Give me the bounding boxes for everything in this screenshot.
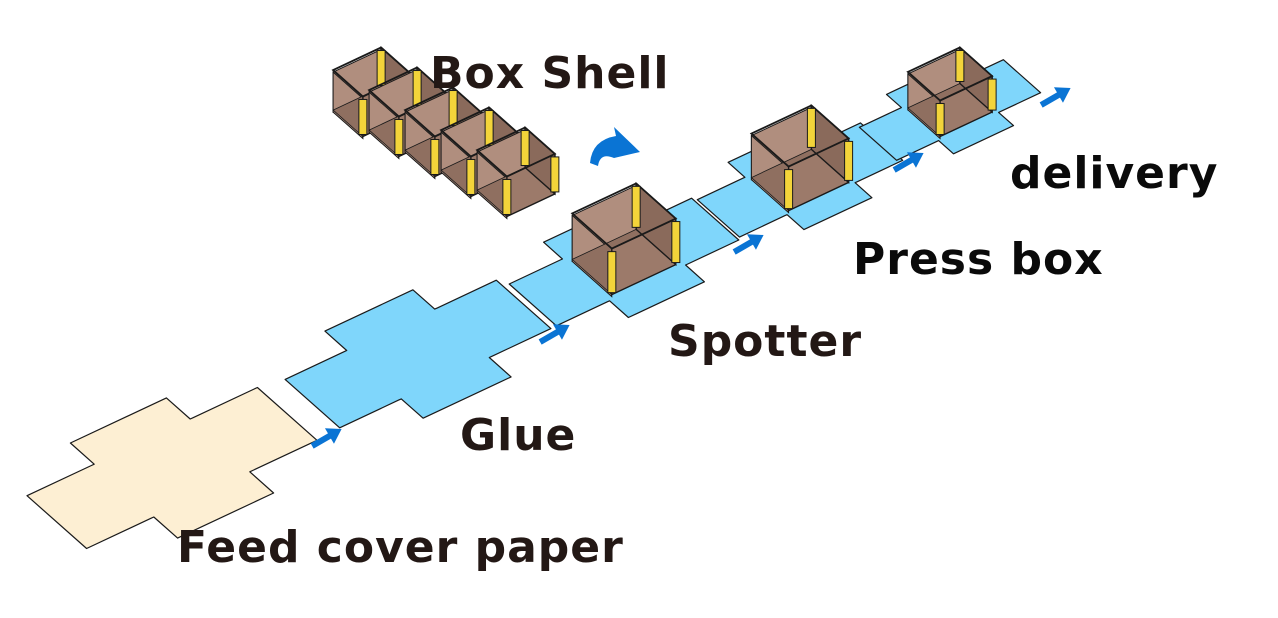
corner-tape: [502, 178, 512, 215]
flow-arrow-icon: [538, 324, 570, 345]
corner-tape: [784, 169, 794, 210]
corner-tape: [550, 156, 560, 193]
corner-tape: [448, 90, 458, 127]
corner-tape: [430, 138, 440, 175]
delivered-box-assembly: [858, 45, 1042, 161]
corner-tape: [412, 70, 422, 107]
press-box: [749, 103, 854, 214]
corner-tape: [607, 251, 617, 294]
glued-paper-shape: [284, 279, 552, 429]
box-shell: [475, 125, 560, 220]
corner-tape: [806, 107, 816, 148]
spotter-assembly: [508, 181, 740, 327]
arrow-shape: [1039, 87, 1071, 108]
arrow-shape: [732, 234, 764, 255]
corner-tape: [844, 140, 854, 181]
flow-arrow-icon: [732, 234, 764, 255]
press-box-assembly: [696, 103, 904, 238]
corner-tape: [935, 103, 945, 136]
box-rim: [906, 46, 994, 102]
flow-arrow-icon: [310, 428, 342, 449]
cover-paper-shape: [26, 386, 318, 550]
feed-cover-paper-label: Feed cover paper: [177, 522, 624, 573]
flow-arrow-icon: [1039, 87, 1071, 108]
box-rim: [749, 104, 851, 168]
corner-tape: [394, 118, 404, 155]
box-rim: [475, 126, 557, 178]
box-shell-stack: [331, 45, 560, 220]
spotter-box: [570, 181, 681, 298]
corner-tape: [376, 50, 386, 87]
arrow-shape: [892, 152, 924, 173]
glued-paper-sheet: [284, 279, 552, 429]
corner-tape: [520, 130, 530, 167]
arrow-shape: [538, 324, 570, 345]
corner-tape: [484, 110, 494, 147]
corner-tape: [631, 185, 641, 228]
corner-tape: [671, 221, 681, 264]
box-shell-label: Box Shell: [430, 48, 670, 99]
curved-arrow-icon: [590, 127, 640, 166]
glue-label: Glue: [460, 410, 577, 461]
corner-tape: [466, 158, 476, 195]
flow-arrows: [310, 87, 1071, 449]
corner-tape: [358, 98, 368, 135]
press-box-label: Press box: [853, 234, 1104, 285]
arrow-shape: [310, 428, 342, 449]
flow-arrow-icon: [892, 152, 924, 173]
spotter-label: Spotter: [668, 316, 863, 367]
box-rim: [570, 182, 678, 250]
corner-tape: [987, 78, 997, 111]
cover-paper-sheet: [26, 386, 318, 550]
curved-arrow-shape: [590, 127, 640, 166]
delivery-label: delivery: [1010, 148, 1219, 199]
corner-tape: [955, 49, 965, 82]
delivered-box: [906, 45, 997, 140]
